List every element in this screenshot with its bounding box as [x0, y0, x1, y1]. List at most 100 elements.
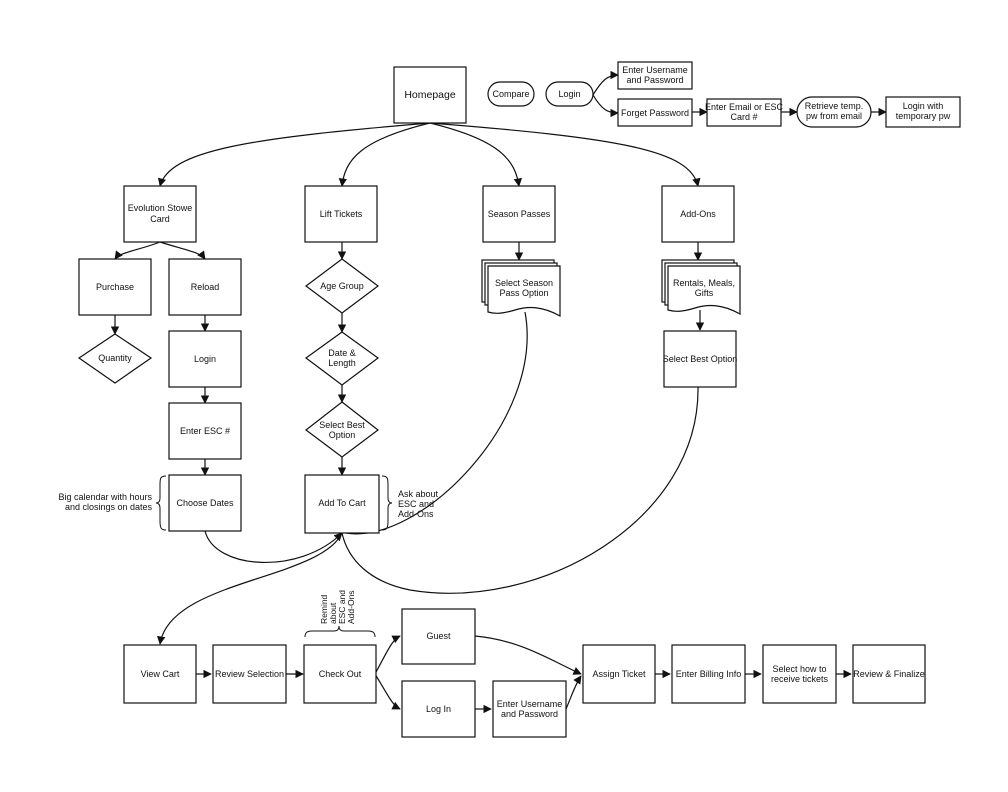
node-log-in[interactable]: Log In [401, 680, 476, 738]
node-homepage-label: Homepage [404, 89, 456, 101]
node-review-finalize[interactable]: Review & Finalize [852, 644, 926, 704]
edge-homepage-to-season-passes [429, 122, 522, 187]
node-login-temp-pw-line1: Login with [903, 101, 944, 111]
node-enter-esc[interactable]: Enter ESC # [168, 402, 242, 460]
brace-check-out [304, 625, 376, 638]
node-season-passes[interactable]: Season Passes [482, 185, 556, 243]
node-purchase-label: Purchase [96, 282, 134, 292]
edge-guest-to-assign [474, 635, 582, 675]
node-add-ons-label: Add-Ons [680, 209, 716, 219]
node-login-top-label: Login [558, 89, 580, 99]
node-enter-email-esc[interactable]: Enter Email or ESC Card # [705, 98, 784, 127]
edge-login-to-enter-username [592, 70, 619, 96]
node-homepage[interactable]: Homepage [393, 66, 467, 124]
edge-select-best-to-cart [341, 386, 699, 594]
node-forget-password[interactable]: Forget Password [617, 98, 693, 127]
node-choose-dates-label: Choose Dates [176, 498, 234, 508]
node-purchase[interactable]: Purchase [78, 258, 152, 316]
annotation-remind-line4: Add-Ons [346, 590, 356, 624]
node-reload[interactable]: Reload [168, 258, 242, 316]
edge-esc-card-to-reload [159, 241, 206, 260]
node-enter-billing[interactable]: Enter Billing Info [671, 644, 746, 704]
node-quantity[interactable]: Quantity [77, 333, 153, 384]
node-view-cart[interactable]: View Cart [123, 644, 197, 704]
edge-cart-to-view-cart [157, 532, 343, 645]
node-compare[interactable]: Compare [487, 81, 535, 107]
node-esc-card-line2: Card [150, 214, 170, 224]
node-add-to-cart[interactable]: Add To Cart [304, 474, 380, 534]
node-log-in-label: Log In [426, 704, 451, 714]
node-enter-username-bottom-line1: Enter Username [497, 699, 563, 709]
node-rentals-meals-gifts-line2: Gifts [695, 288, 714, 298]
annotation-ask-line1: Ask about [398, 489, 439, 499]
edge-checkout-to-login [374, 673, 401, 710]
node-select-best-option-box[interactable]: Select Best Option [663, 330, 738, 388]
node-rentals-meals-gifts[interactable]: Rentals, Meals, Gifts [661, 259, 741, 316]
node-date-length-line2: Length [328, 358, 356, 368]
node-review-selection[interactable]: Review Selection [212, 644, 287, 704]
node-select-best-option-diamond[interactable]: Select Best Option [305, 401, 379, 458]
node-guest[interactable]: Guest [401, 608, 476, 665]
node-check-out[interactable]: Check Out [303, 644, 377, 704]
node-login-reload[interactable]: Login [168, 330, 242, 388]
node-check-out-label: Check Out [319, 669, 362, 679]
brace-choose-dates [155, 475, 167, 531]
node-season-passes-label: Season Passes [488, 209, 551, 219]
annotation-calendar-line2: and closings on dates [65, 502, 153, 512]
node-review-selection-label: Review Selection [215, 669, 284, 679]
node-enter-username-top[interactable]: Enter Username and Password [617, 61, 693, 90]
annotation-ask-line3: Add-Ons [398, 509, 434, 519]
node-assign-ticket[interactable]: Assign Ticket [582, 644, 656, 704]
edge-homepage-to-add-ons [429, 122, 701, 187]
node-quantity-label: Quantity [98, 353, 132, 363]
node-forget-password-label: Forget Password [621, 108, 689, 118]
annotation-remind-line1: Remind [319, 594, 329, 624]
node-assign-ticket-label: Assign Ticket [592, 669, 646, 679]
node-lift-tickets-label: Lift Tickets [320, 209, 363, 219]
annotation-ask-line2: ESC and [398, 499, 434, 509]
annotation-remind-about: Remind about ESC and Add-Ons [319, 590, 356, 624]
node-date-length[interactable]: Date & Length [304, 331, 380, 386]
node-enter-billing-label: Enter Billing Info [676, 669, 742, 679]
node-login-temp-pw[interactable]: Login with temporary pw [885, 96, 961, 128]
node-rentals-meals-gifts-line1: Rentals, Meals, [673, 278, 735, 288]
edge-esc-card-to-purchase [114, 241, 161, 260]
node-login-top[interactable]: Login [545, 81, 594, 107]
node-age-group[interactable]: Age Group [305, 258, 379, 314]
node-select-receive-line1: Select how to [772, 664, 826, 674]
node-select-best-option-diamond-line1: Select Best [319, 420, 365, 430]
node-choose-dates[interactable]: Choose Dates [168, 474, 242, 532]
node-enter-username-top-line2: and Password [626, 75, 683, 85]
node-enter-username-bottom-line2: and Password [501, 709, 558, 719]
node-enter-username-bottom[interactable]: Enter Username and Password [492, 680, 567, 738]
node-enter-email-esc-line1: Enter Email or ESC [705, 102, 784, 112]
node-enter-username-top-line1: Enter Username [622, 65, 688, 75]
node-add-to-cart-label: Add To Cart [318, 498, 366, 508]
node-select-receive-line2: receive tickets [771, 674, 829, 684]
edges [110, 70, 887, 714]
node-select-receive[interactable]: Select how to receive tickets [762, 644, 837, 704]
node-select-season-pass-line2: Pass Option [499, 288, 548, 298]
edge-checkout-to-guest [374, 635, 401, 675]
node-select-season-pass[interactable]: Select Season Pass Option [481, 259, 561, 318]
node-reload-label: Reload [191, 282, 220, 292]
node-age-group-label: Age Group [320, 281, 364, 291]
node-esc-card[interactable]: Evolution Stowe Card [123, 185, 197, 243]
node-esc-card-line1: Evolution Stowe [128, 203, 193, 213]
node-enter-esc-label: Enter ESC # [180, 426, 230, 436]
node-date-length-line1: Date & [328, 348, 356, 358]
node-select-best-option-diamond-line2: Option [329, 430, 356, 440]
node-login-temp-pw-line2: temporary pw [896, 111, 951, 121]
node-retrieve-temp-pw-line1: Retrieve temp. [805, 101, 864, 111]
edge-homepage-to-esc-card [157, 122, 431, 187]
node-retrieve-temp-pw-line2: pw from email [806, 111, 862, 121]
node-retrieve-temp-pw[interactable]: Retrieve temp. pw from email [796, 96, 872, 128]
annotation-calendar-note: Big calendar with hours and closings on … [58, 492, 152, 512]
node-add-ons[interactable]: Add-Ons [661, 185, 735, 243]
edge-choose-dates-to-cart [204, 530, 343, 563]
edge-login-to-forget-password [592, 94, 619, 118]
node-lift-tickets[interactable]: Lift Tickets [304, 185, 378, 243]
node-select-best-option-box-label: Select Best Option [663, 354, 738, 364]
